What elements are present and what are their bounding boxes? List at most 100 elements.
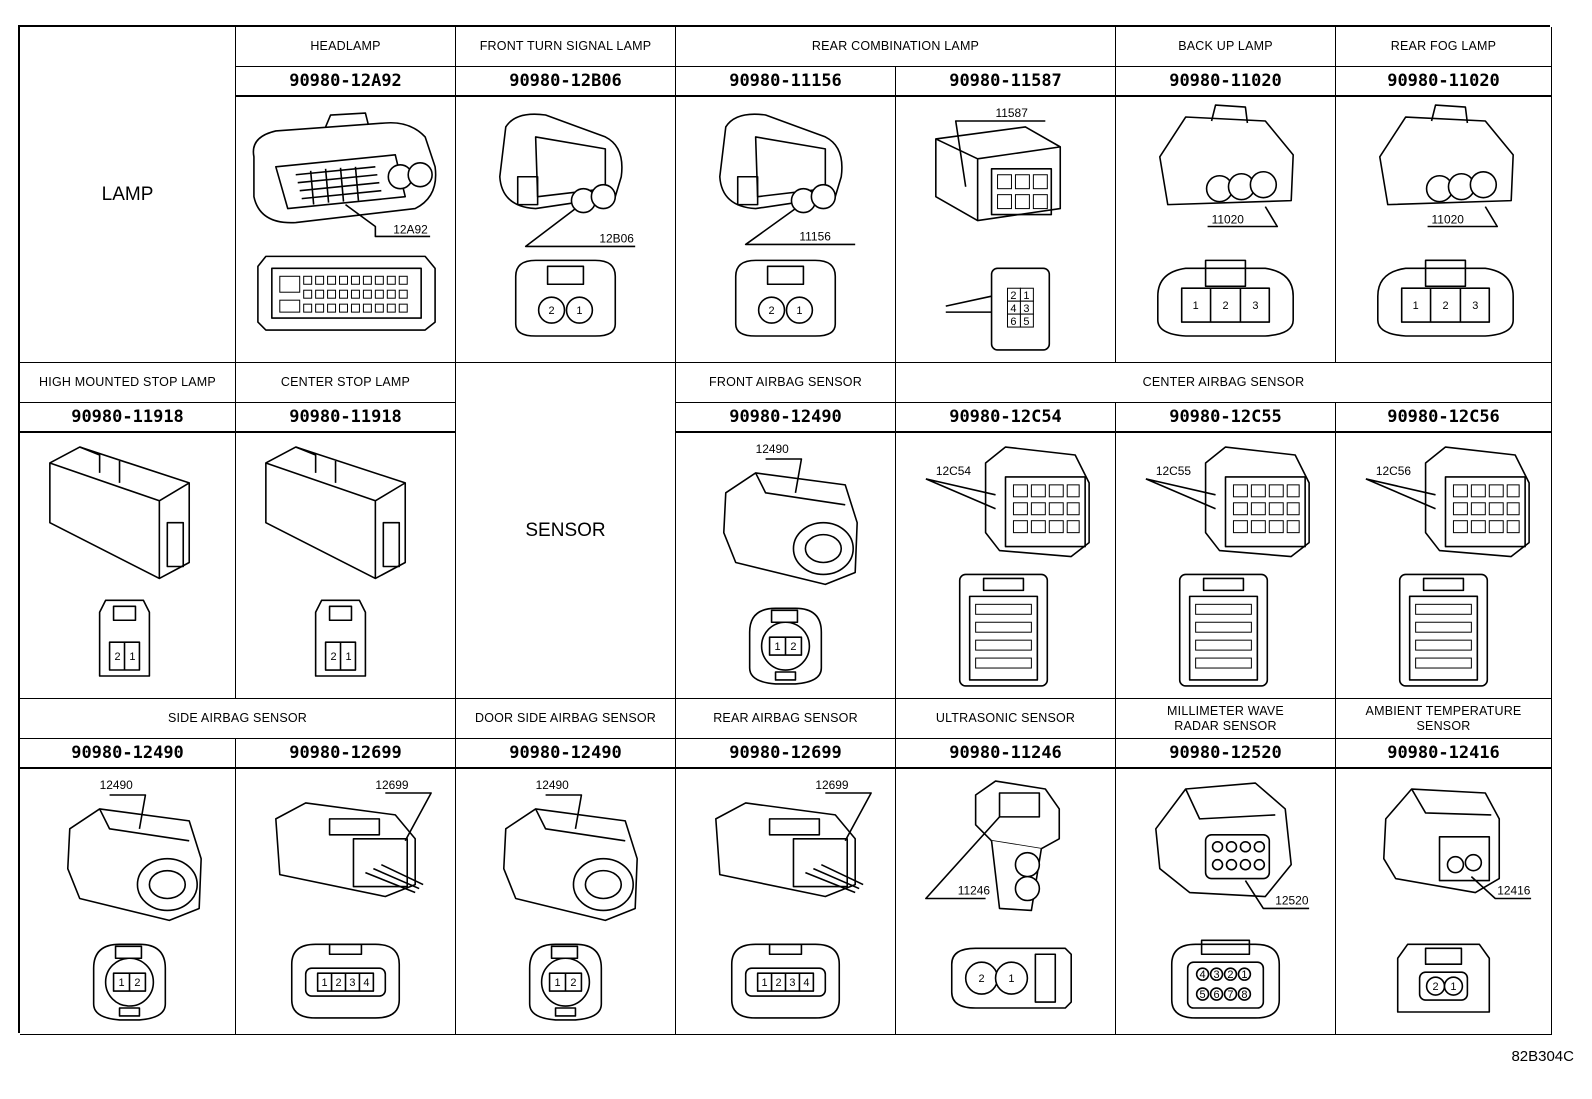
pin-number: 1: [118, 977, 124, 989]
header-rear-airbag-sensor: REAR AIRBAG SENSOR: [676, 699, 896, 739]
connector-drawing-ambient-temperature: 12416 2 1: [1336, 769, 1552, 1035]
part-number: 90980-12C54: [896, 403, 1116, 433]
callout-label: 12490: [536, 778, 570, 792]
connector-11246-drawing: 11246 2 1: [925, 780, 1072, 1009]
pin-number: 2: [790, 641, 796, 653]
connector-drawing-ultrasonic-sensor: 11246 2 1: [896, 769, 1116, 1035]
pin-number: 2: [134, 977, 140, 989]
connector-12c55-drawing: 12C55: [1145, 446, 1310, 687]
pin-number: 3: [1023, 303, 1029, 315]
part-number: 90980-12A92: [236, 67, 456, 97]
callout-label: 12C55: [1156, 464, 1192, 478]
connector-11918-drawing: 2 1: [265, 446, 407, 677]
connector-drawing-high-mounted-stop-lamp: 2 1: [20, 433, 236, 699]
connector-11587-drawing: 11587 2 1 4 3 6 5: [935, 106, 1062, 351]
connector-11020-drawing: 11020 1 2 3: [1157, 104, 1294, 337]
pin-number: 2: [769, 305, 775, 317]
callout-label: 12520: [1275, 893, 1309, 907]
callout-label: 12C56: [1376, 464, 1412, 478]
pin-number: 3: [1472, 300, 1478, 312]
pin-number: 1: [322, 977, 328, 989]
category-sensor-label: SENSOR: [525, 519, 606, 541]
connector-drawing-back-up-lamp: 11020 1 2 3: [1116, 97, 1336, 363]
header-side-airbag-sensor: SIDE AIRBAG SENSOR: [20, 699, 456, 739]
pin-number: 3: [789, 977, 795, 989]
part-number: 90980-11156: [676, 67, 896, 97]
category-sensor: SENSOR: [456, 363, 676, 699]
connector-drawing-center-airbag-12c54: 12C54: [896, 433, 1116, 699]
part-number: 90980-12699: [676, 739, 896, 769]
connector-12520-drawing: 12520 4 3 2 1 5 6 7 8: [1155, 782, 1310, 1019]
callout-label: 11246: [958, 884, 991, 898]
callout-label: 11156: [799, 229, 831, 243]
part-number: 90980-12C56: [1336, 403, 1552, 433]
callout-label: 12B06: [599, 231, 634, 245]
callout-label: 12699: [375, 778, 409, 792]
pin-number: 5: [1200, 989, 1206, 1001]
callout-label: 12490: [756, 442, 790, 456]
header-headlamp: HEADLAMP: [236, 27, 456, 67]
connector-12b06-drawing: 12B06 2 1: [499, 113, 636, 337]
pin-number: 2: [335, 977, 341, 989]
part-number: 90980-11246: [896, 739, 1116, 769]
pin-number: 2: [1432, 981, 1438, 993]
connector-11156-drawing: 11156 2 1: [719, 113, 856, 337]
callout-label: 12C54: [936, 464, 972, 478]
pin-number: 1: [774, 641, 780, 653]
header-center-airbag-sensor: CENTER AIRBAG SENSOR: [896, 363, 1552, 403]
connector-12699-drawing: 12699 1 2 3 4: [715, 778, 872, 1019]
pin-number: 6: [1213, 989, 1219, 1001]
pin-number: 3: [1213, 969, 1219, 981]
pin-number: 2: [114, 651, 120, 663]
connector-drawing-front-airbag-sensor: 12490 1 2: [676, 433, 896, 699]
callout-label: 12416: [1497, 884, 1531, 898]
part-number: 90980-12C55: [1116, 403, 1336, 433]
pin-number: 2: [775, 977, 781, 989]
connector-drawing-headlamp: 12A92: [236, 97, 456, 363]
pin-number: 1: [1008, 973, 1014, 985]
pin-number: 1: [762, 977, 768, 989]
pin-number: 1: [1413, 300, 1419, 312]
pin-number: 4: [803, 977, 809, 989]
pin-number: 2: [1442, 300, 1448, 312]
connector-drawing-front-turn-signal: 12B06 2 1: [456, 97, 676, 363]
connector-12490-drawing: 12490 1 2: [66, 778, 202, 1021]
pin-number: 4: [1200, 969, 1206, 981]
callout-label: 12490: [100, 778, 134, 792]
header-front-turn-signal-lamp: FRONT TURN SIGNAL LAMP: [456, 27, 676, 67]
header-center-stop-lamp: CENTER STOP LAMP: [236, 363, 456, 403]
pin-number: 2: [1227, 969, 1233, 981]
connector-12c54-drawing: 12C54: [925, 446, 1090, 687]
header-rear-fog-lamp: REAR FOG LAMP: [1336, 27, 1552, 67]
part-number: 90980-12490: [20, 739, 236, 769]
connector-drawing-center-airbag-12c56: 12C56: [1336, 433, 1552, 699]
connector-drawing-side-airbag-12699: 12699 1 2 3 4: [236, 769, 456, 1035]
part-number: 90980-12490: [456, 739, 676, 769]
pin-number: 1: [345, 651, 351, 663]
pin-number: 1: [1241, 969, 1247, 981]
part-number: 90980-12699: [236, 739, 456, 769]
category-lamp: LAMP: [20, 27, 236, 363]
header-front-airbag-sensor: FRONT AIRBAG SENSOR: [676, 363, 896, 403]
connector-12490-drawing: 12490 1 2: [722, 442, 858, 685]
pin-number: 1: [1193, 300, 1199, 312]
pin-number: 3: [349, 977, 355, 989]
header-millimeter-wave-radar-sensor: MILLIMETER WAVE RADAR SENSOR: [1116, 699, 1336, 739]
part-number: 90980-12520: [1116, 739, 1336, 769]
pin-number: 2: [570, 977, 576, 989]
connector-drawing-side-airbag-12490: 12490 1 2: [20, 769, 236, 1035]
header-ultrasonic-sensor: ULTRASONIC SENSOR: [896, 699, 1116, 739]
connector-drawing-center-airbag-12c55: 12C55: [1116, 433, 1336, 699]
pin-number: 1: [554, 977, 560, 989]
figure-code: 82B304C: [1511, 1048, 1574, 1065]
part-number: 90980-11587: [896, 67, 1116, 97]
connector-12416-drawing: 12416 2 1: [1382, 788, 1532, 1013]
header-door-side-airbag-sensor: DOOR SIDE AIRBAG SENSOR: [456, 699, 676, 739]
connector-drawing-millimeter-wave-radar: 12520 4 3 2 1 5 6 7 8: [1116, 769, 1336, 1035]
pin-number: 4: [1010, 303, 1016, 315]
pin-number: 2: [331, 651, 337, 663]
pin-number: 2: [1010, 290, 1016, 302]
pin-number: 5: [1023, 316, 1029, 328]
callout-label: 11587: [996, 106, 1029, 120]
pin-number: 6: [1010, 316, 1016, 328]
